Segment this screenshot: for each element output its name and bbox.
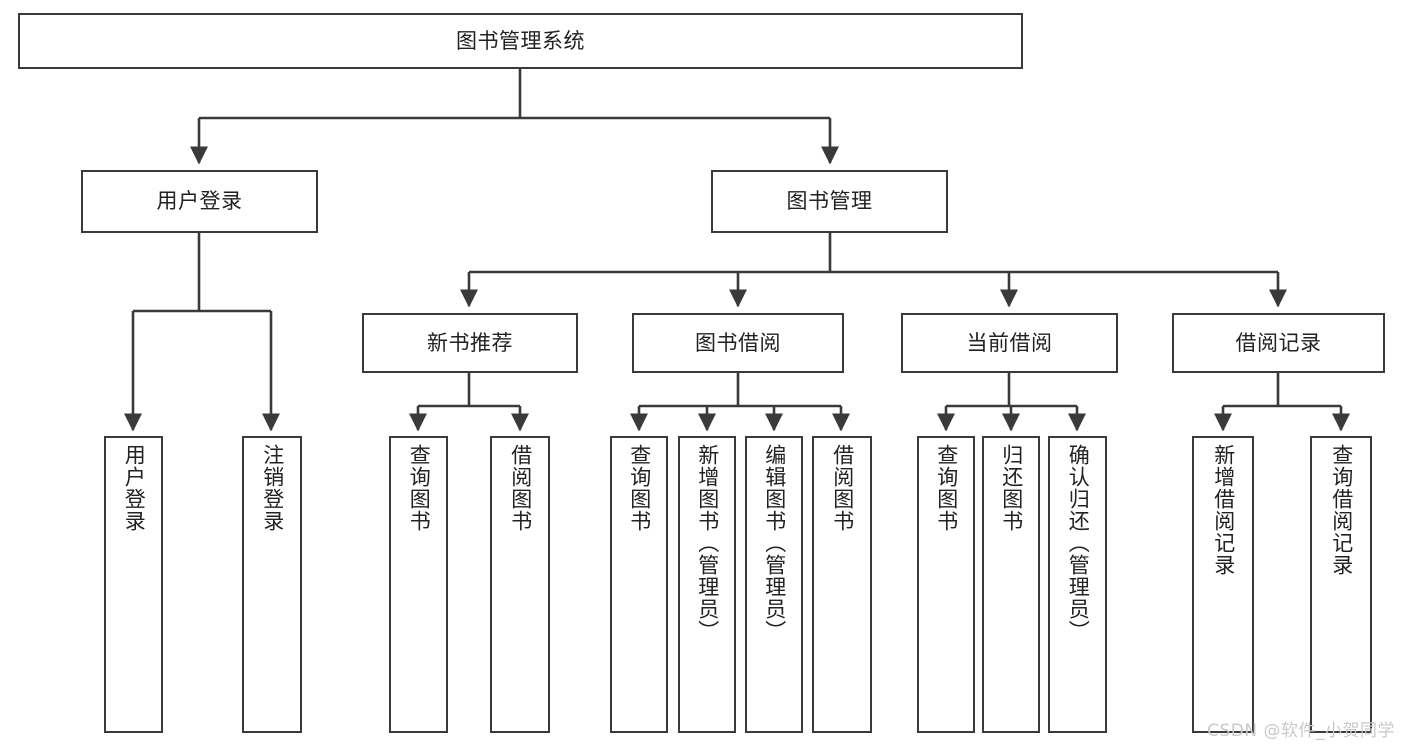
node-user-login[interactable]: 用户登录 xyxy=(81,170,318,233)
leaf-query-book-2-label: 查询图书 xyxy=(627,444,652,532)
watermark: CSDN @软件_小贺同学 xyxy=(1207,721,1395,741)
leaf-user-login-label: 用户登录 xyxy=(122,444,147,532)
node-new-book-rec-label: 新书推荐 xyxy=(427,330,513,355)
node-user-login-label: 用户登录 xyxy=(156,189,243,214)
leaf-query-record-label: 查询借阅记录 xyxy=(1329,444,1354,576)
leaf-logout-login-label: 注销登录 xyxy=(260,444,285,532)
node-borrow-record[interactable]: 借阅记录 xyxy=(1172,313,1385,373)
node-book-borrow[interactable]: 图书借阅 xyxy=(632,313,844,373)
leaf-add-book[interactable]: 新增图书（管理员） xyxy=(678,436,736,733)
leaf-return-book-label: 归还图书 xyxy=(999,444,1024,532)
leaf-query-book-1[interactable]: 查询图书 xyxy=(389,436,448,733)
leaf-add-record-label: 新增借阅记录 xyxy=(1211,444,1236,576)
node-current-borrow-label: 当前借阅 xyxy=(966,330,1053,355)
node-root-label: 图书管理系统 xyxy=(456,28,585,53)
leaf-borrow-book-2[interactable]: 借阅图书 xyxy=(812,436,872,733)
node-root[interactable]: 图书管理系统 xyxy=(18,13,1023,69)
leaf-return-book[interactable]: 归还图书 xyxy=(982,436,1040,733)
leaf-query-book-3[interactable]: 查询图书 xyxy=(917,436,975,733)
leaf-add-book-label: 新增图书（管理员） xyxy=(695,444,720,642)
leaf-query-book-2[interactable]: 查询图书 xyxy=(610,436,668,733)
leaf-query-book-3-label: 查询图书 xyxy=(934,444,959,532)
leaf-confirm-return-label: 确认归还（管理员） xyxy=(1066,444,1091,642)
leaf-user-login[interactable]: 用户登录 xyxy=(104,436,163,733)
leaf-borrow-book-2-label: 借阅图书 xyxy=(830,444,855,532)
leaf-confirm-return[interactable]: 确认归还（管理员） xyxy=(1048,436,1107,733)
leaf-edit-book[interactable]: 编辑图书（管理员） xyxy=(745,436,803,733)
leaf-add-record[interactable]: 新增借阅记录 xyxy=(1192,436,1254,733)
leaf-query-record[interactable]: 查询借阅记录 xyxy=(1310,436,1372,733)
leaf-borrow-book-1-label: 借阅图书 xyxy=(508,444,533,532)
node-borrow-record-label: 借阅记录 xyxy=(1235,330,1322,355)
node-book-borrow-label: 图书借阅 xyxy=(695,330,781,355)
leaf-logout-login[interactable]: 注销登录 xyxy=(242,436,302,733)
node-book-manage-label: 图书管理 xyxy=(786,189,873,214)
leaf-edit-book-label: 编辑图书（管理员） xyxy=(762,444,787,642)
leaf-borrow-book-1[interactable]: 借阅图书 xyxy=(490,436,550,733)
node-book-manage[interactable]: 图书管理 xyxy=(711,170,948,233)
leaf-query-book-1-label: 查询图书 xyxy=(407,444,432,532)
node-current-borrow[interactable]: 当前借阅 xyxy=(901,313,1118,373)
node-new-book-rec[interactable]: 新书推荐 xyxy=(362,313,578,373)
